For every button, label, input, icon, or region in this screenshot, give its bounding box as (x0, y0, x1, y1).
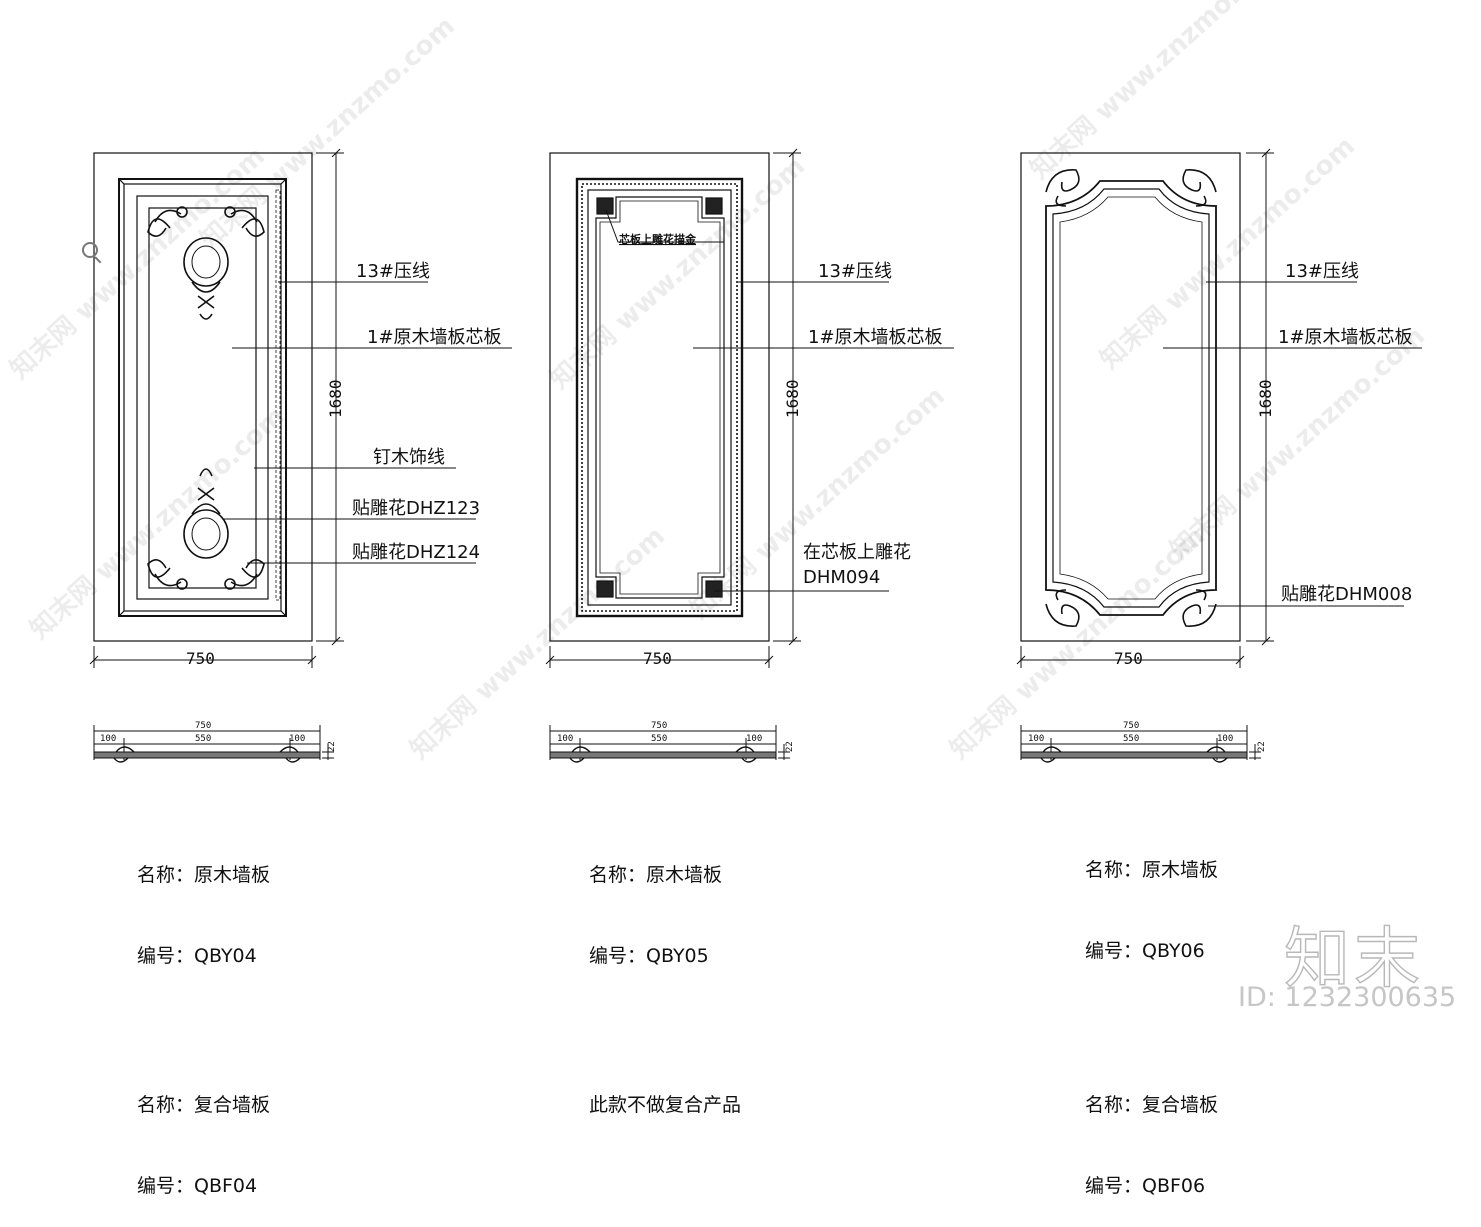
info-name: 名称：原木墙板 (1085, 859, 1219, 881)
height-label: 1680 (783, 379, 802, 418)
dimension-height (316, 148, 344, 646)
callout-text: 1#原木墙板芯板 (1278, 327, 1413, 348)
panel-qby06 (1016, 148, 1422, 668)
callout-text: 钉木饰线 (373, 447, 445, 468)
info-code: 编号：QBY05 (589, 945, 709, 967)
watermark-text: 知末网 www.znzmo.com (1165, 321, 1431, 565)
carving-dhz123 (147, 206, 265, 320)
zoom-icon[interactable] (82, 242, 98, 258)
info-code: 编号：QBF04 (137, 1175, 258, 1197)
info-block-qby04: 名称：原木墙板 编号：QBY04 名称：复合墙板 编号：QBF04 (137, 808, 270, 1227)
section-total: 750 (1123, 721, 1139, 731)
dimension-width (545, 646, 774, 668)
height-label: 1680 (1256, 379, 1275, 418)
section-thick: 22 (1257, 741, 1267, 752)
callout-text: 在芯板上雕花 (803, 542, 911, 563)
watermark-text: 知末网 www.znzmo.com (945, 521, 1211, 765)
callout-text: 13#压线 (356, 261, 430, 282)
panel-frame (549, 152, 770, 642)
panel-qby05 (545, 148, 954, 668)
panel-frame (93, 152, 313, 642)
info-code: 编号：QBY04 (137, 945, 257, 967)
section-left: 100 (1028, 734, 1044, 744)
panel-molding-outer (118, 178, 287, 617)
watermark-text: 知末网 www.znzmo.com (545, 151, 811, 395)
section-view (93, 725, 334, 763)
panel-core-inner (148, 207, 257, 589)
info-code: 编号：QBF06 (1085, 1175, 1206, 1197)
brand-logo: 知末 (1283, 919, 1424, 997)
section-view (1020, 725, 1261, 763)
section-right: 100 (746, 734, 762, 744)
callout-text: 贴雕花DHM008 (1281, 584, 1412, 605)
callout-text: 1#原木墙板芯板 (367, 327, 502, 348)
section-mid: 550 (1123, 734, 1139, 744)
width-label: 750 (1114, 649, 1143, 668)
carving-dhz124 (147, 468, 265, 590)
watermark-text: 知末网 www.znzmo.com (1025, 0, 1291, 185)
callout-text: 贴雕花DHZ124 (352, 542, 480, 563)
section-left: 100 (557, 734, 573, 744)
height-label: 1680 (326, 379, 345, 418)
panel-core (587, 189, 732, 606)
info-name: 名称：原木墙板 (589, 864, 723, 886)
leader-lines (224, 281, 512, 564)
watermark-text: 知末网 www.znzmo.com (5, 141, 271, 385)
info-name: 名称：原木墙板 (137, 864, 271, 886)
panel-core-outer (136, 195, 269, 600)
callout-text: 1#原木墙板芯板 (808, 327, 943, 348)
dimension-height (1246, 148, 1274, 646)
brand-id: ID: 1232300635 (1238, 982, 1457, 1013)
section-mid: 550 (651, 734, 667, 744)
shaped-molding-inner (1052, 188, 1210, 608)
bead-molding (581, 183, 738, 612)
panel-molding-inner (123, 183, 282, 612)
width-label: 750 (186, 649, 215, 668)
info-block-qby06: 名称：原木墙板 编号：QBY06 名称：复合墙板 编号：QBF06 (1085, 803, 1218, 1227)
leader-lines (1163, 281, 1422, 607)
dimension-width (89, 646, 317, 668)
leader-lines (605, 209, 954, 592)
section-labels: 750 100 550 100 22 750 100 550 100 22 75… (100, 721, 1267, 752)
section-view (549, 725, 790, 763)
callout-text: 贴雕花DHZ123 (352, 498, 480, 519)
bead-line (275, 189, 281, 601)
inner-carving-label: 芯板上雕花描金 (619, 232, 697, 246)
width-label: 750 (643, 649, 672, 668)
dimension-height (773, 148, 801, 646)
shaped-molding-outer (1045, 180, 1217, 616)
info-code: 编号：QBY06 (1085, 940, 1205, 962)
core-relief-outline (595, 196, 725, 599)
info-block-qby05: 名称：原木墙板 编号：QBY05 此款不做复合产品 (589, 808, 741, 1146)
cross-sections (93, 725, 1261, 763)
panel-qby04 (89, 148, 512, 668)
watermark-text: 知末网 www.znzmo.com (195, 11, 461, 255)
info-name: 名称：复合墙板 (137, 1094, 271, 1116)
carving-dhm008 (1045, 169, 1217, 627)
info-note: 此款不做复合产品 (589, 1094, 742, 1116)
section-total: 750 (195, 721, 211, 731)
panel-frame (1020, 152, 1241, 642)
section-thick: 22 (785, 741, 795, 752)
section-right: 100 (289, 734, 305, 744)
dimension-width (1016, 646, 1245, 668)
section-total: 750 (651, 721, 667, 731)
section-right: 100 (1217, 734, 1233, 744)
info-name: 名称：复合墙板 (1085, 1094, 1219, 1116)
watermark-text: 知末网 www.znzmo.com (25, 401, 291, 645)
callout-text: DHM094 (803, 567, 880, 588)
panel-molding-outer (575, 177, 744, 618)
callout-text: 13#压线 (1285, 261, 1359, 282)
callout-text: 13#压线 (818, 261, 892, 282)
section-thick: 22 (327, 741, 337, 752)
corner-carvings (596, 197, 723, 598)
section-left: 100 (100, 734, 116, 744)
section-mid: 550 (195, 734, 211, 744)
